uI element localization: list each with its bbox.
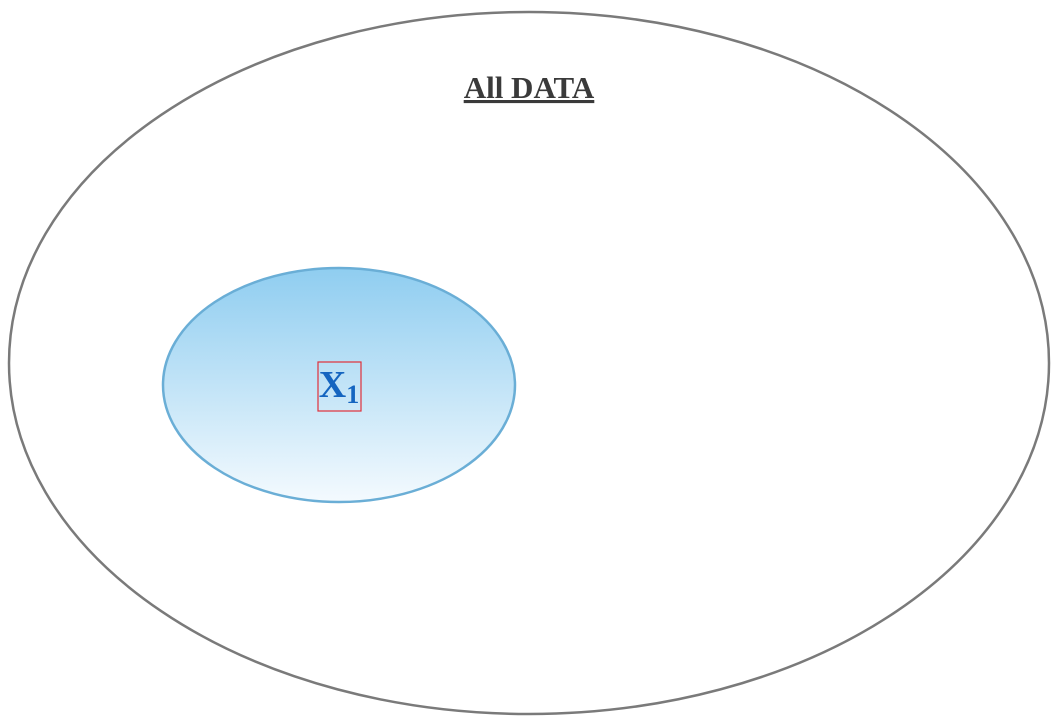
- subset-label-main: X: [319, 364, 346, 406]
- subset-label-sub: 1: [346, 380, 359, 409]
- universe-ellipse: [7, 10, 1051, 716]
- universe-title: All DATA: [464, 70, 595, 105]
- subset-label: X1: [319, 364, 359, 409]
- subset-ellipse: [161, 266, 517, 504]
- subset-label-box: [317, 361, 362, 412]
